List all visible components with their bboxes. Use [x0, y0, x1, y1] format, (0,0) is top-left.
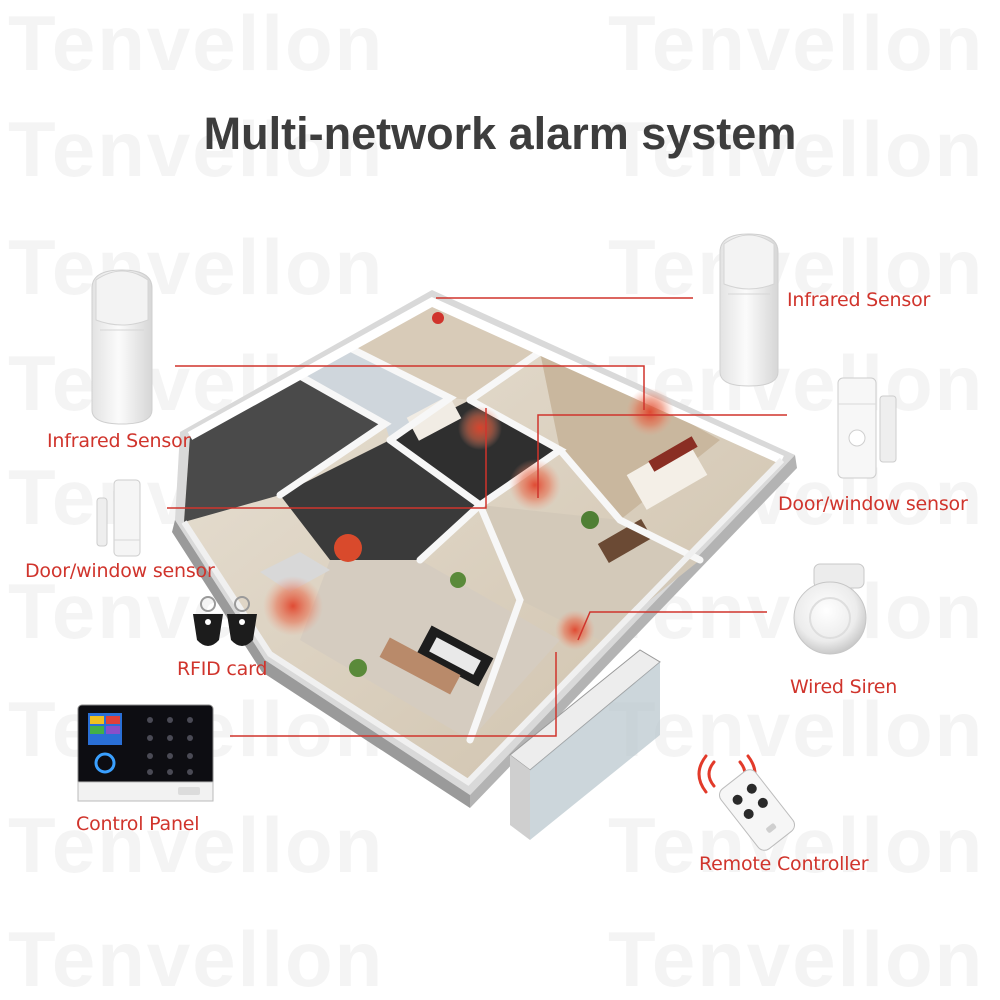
house-wall-side	[470, 455, 797, 808]
dining-table	[334, 534, 362, 562]
outer-wall-front	[181, 457, 785, 786]
balcony-rail	[510, 755, 530, 840]
plant	[349, 659, 367, 677]
callout-line-siren	[577, 611, 767, 641]
callout-line-control-panel	[230, 652, 557, 737]
callout-line-infrared-left	[175, 365, 645, 410]
interior-walls	[276, 344, 704, 744]
coffee-table	[429, 637, 481, 675]
sensor-glow	[626, 388, 674, 436]
infrared-sensor-right	[719, 233, 779, 387]
page-title: Multi-network alarm system	[203, 108, 797, 159]
sofa	[379, 637, 461, 695]
label-door-window-sensor-left: Door/window sensor	[25, 560, 215, 582]
control-panel-keypad	[147, 717, 193, 775]
callout-line-door-left	[167, 408, 487, 509]
label-wired-siren: Wired Siren	[790, 676, 898, 698]
sensor-glow	[555, 610, 595, 650]
plant	[581, 511, 599, 529]
control-panel-device	[77, 704, 214, 802]
door-window-sensor-left	[96, 479, 141, 557]
bed	[626, 440, 708, 510]
plant	[450, 572, 466, 588]
wired-siren-device	[793, 563, 867, 655]
bedroom-small-floor	[350, 302, 540, 400]
balcony-glass	[530, 662, 660, 840]
callout-line-door-right	[537, 414, 787, 498]
door-window-sensor-right	[837, 377, 897, 479]
infrared-sensor-left	[91, 269, 153, 425]
remote-controller-device	[697, 754, 796, 851]
rfid-cards	[193, 596, 257, 646]
bed-headboard	[648, 436, 698, 472]
sensor-glow	[509, 459, 561, 511]
control-panel-ring	[94, 752, 116, 774]
label-infrared-sensor-left: Infrared Sensor	[47, 430, 191, 452]
sensor-dot	[432, 312, 444, 324]
callout-lines	[167, 297, 787, 737]
sensor-glow	[263, 576, 323, 636]
sensor-glow	[458, 406, 502, 450]
small-bed	[406, 395, 462, 441]
house-floorplan	[172, 290, 797, 840]
label-rfid-card: RFID card	[177, 658, 268, 680]
label-infrared-sensor-right: Infrared Sensor	[787, 289, 931, 311]
label-door-window-sensor-right: Door/window sensor	[778, 493, 968, 515]
label-control-panel: Control Panel	[76, 813, 200, 835]
label-remote-controller: Remote Controller	[699, 853, 869, 875]
house-wall-front	[172, 520, 470, 808]
